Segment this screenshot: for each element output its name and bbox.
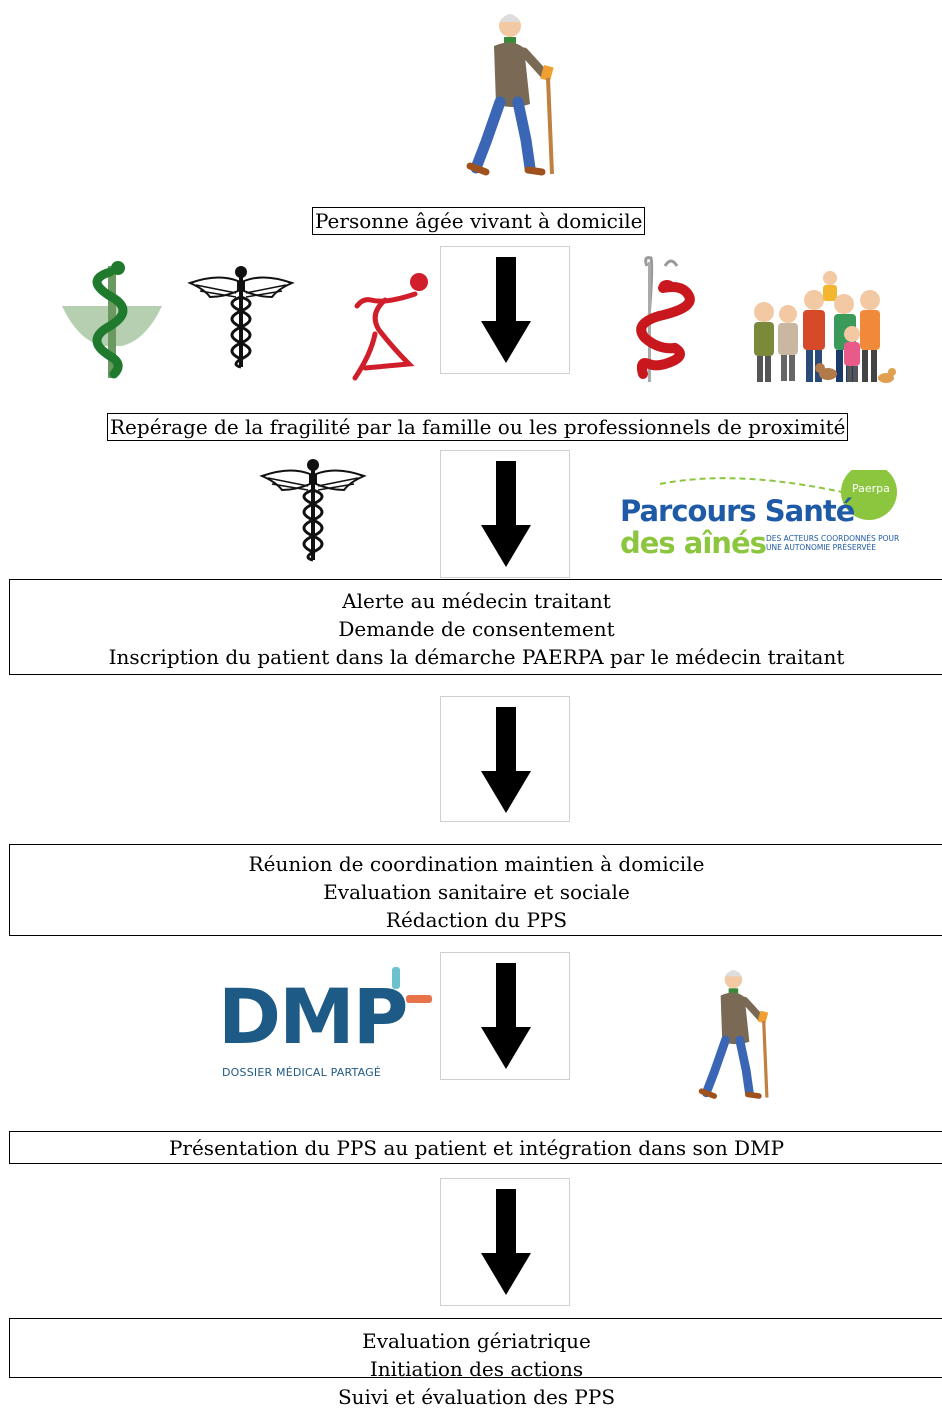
arrow-box-4 (440, 952, 570, 1080)
meeting-line-3: Rédaction du PPS (385, 908, 568, 932)
final-box: Evaluation gériatrique Initiation des ac… (9, 1318, 942, 1409)
paerpa-logo: Parcours Santé des aînés Paerpa DES ACTE… (620, 470, 900, 570)
caduceus-icon (187, 266, 295, 369)
final-line-3: Suivi et évaluation des PPS (337, 1385, 616, 1409)
alert-line-1: Alerte au médecin traitant (342, 589, 611, 613)
screening-label: Repérage de la fragilité par la famille … (107, 413, 849, 441)
final-line-2: Initiation des actions (369, 1357, 584, 1381)
paerpa-tagline-2: UNE AUTONOMIE PRÉSERVÉE (766, 543, 877, 552)
alert-line-3: Inscription du patient dans la démarche … (108, 645, 845, 669)
down-arrow-icon (481, 257, 531, 363)
family-icon (754, 271, 896, 383)
caduceus-icon (259, 459, 367, 562)
presentation-line: Présentation du PPS au patient et intégr… (168, 1136, 785, 1160)
down-arrow-icon (481, 707, 531, 813)
meeting-line-1: Réunion de coordination maintien à domic… (248, 852, 705, 876)
presentation-box: Présentation du PPS au patient et intégr… (9, 1131, 942, 1164)
alert-box: Alerte au médecin traitant Demande de co… (9, 579, 942, 675)
elderly-walker-icon (698, 969, 769, 1099)
dmp-logo (218, 752, 440, 812)
arrow-box-2 (440, 450, 570, 578)
down-arrow-icon (481, 461, 531, 567)
person-label: Personne âgée vivant à domicile (312, 207, 646, 235)
physio-icon (352, 273, 428, 381)
down-arrow-icon (481, 1189, 531, 1295)
arrow-box-1 (440, 246, 570, 374)
medical-red-icon (636, 256, 695, 382)
arrow-box-3 (440, 696, 570, 822)
paerpa-title-1: Parcours Santé (620, 494, 855, 528)
dmp-letters: DMP (218, 972, 408, 1061)
dmp-logo-block: DMP DOSSIER MÉDICAL PARTAGÉ (218, 955, 440, 1105)
meeting-line-2: Evaluation sanitaire et sociale (323, 880, 630, 904)
paerpa-badge: Paerpa (852, 482, 890, 495)
down-arrow-icon (481, 963, 531, 1069)
paerpa-tagline-1: DES ACTEURS COORDONNÉS POUR (766, 534, 900, 543)
final-line-1: Evaluation gériatrique (362, 1329, 591, 1353)
arrow-box-5 (440, 1178, 570, 1306)
alert-line-2: Demande de consentement (338, 617, 615, 641)
paerpa-title-2: des aînés (620, 526, 767, 560)
pharmacy-icon (62, 261, 162, 379)
meeting-box: Réunion de coordination maintien à domic… (9, 844, 942, 936)
elderly-walker-icon (466, 14, 554, 176)
dmp-subtitle: DOSSIER MÉDICAL PARTAGÉ (222, 1066, 381, 1079)
